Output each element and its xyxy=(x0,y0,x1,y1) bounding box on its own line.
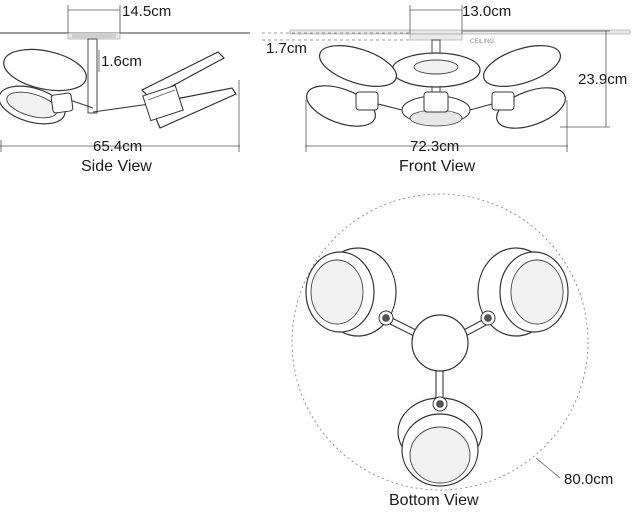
bottom-shade-bottom-inner xyxy=(409,426,471,484)
side-arm-right xyxy=(92,103,151,113)
front-socket-left xyxy=(355,91,379,111)
front-canopy xyxy=(409,33,463,41)
bottom-view: 80.0cm Bottom View xyxy=(291,193,613,509)
side-view-caption: Side View xyxy=(81,158,152,175)
front-width-dim: 72.3cm xyxy=(410,138,459,155)
bottom-hub xyxy=(411,314,469,372)
side-canopy-dim: 14.5cm xyxy=(122,3,171,20)
side-shade-upper xyxy=(3,48,87,92)
bottom-view-caption: Bottom View xyxy=(389,492,479,509)
bottom-shade-left xyxy=(305,247,397,337)
front-socket-center xyxy=(423,91,449,113)
front-shade-upper-right xyxy=(482,45,562,87)
bottom-diameter-dim: 80.0cm xyxy=(564,471,613,488)
bottom-socket-right-core xyxy=(484,314,492,322)
front-view: CEILING 13.0cm 1.7cm 23.9cm xyxy=(262,3,631,175)
bottom-socket-left-core xyxy=(382,314,390,322)
front-socket-right xyxy=(491,91,515,111)
front-arm-right xyxy=(469,103,493,111)
side-canopy-inner xyxy=(72,34,116,38)
front-height-dim: 23.9cm xyxy=(578,71,627,88)
side-socket-detail xyxy=(147,89,176,101)
side-shade-right-bottom xyxy=(149,87,237,129)
side-view: 14.5cm 1.6cm 65.4cm Side View xyxy=(0,3,250,175)
side-socket-left xyxy=(50,92,74,114)
front-arm-left xyxy=(377,103,403,111)
bottom-shade-bottom xyxy=(397,396,483,487)
bottom-diameter-leader xyxy=(535,457,561,479)
front-canopy-dim: 13.0cm xyxy=(462,3,511,20)
ceiling-label: CEILING xyxy=(470,39,494,45)
side-arm-left xyxy=(69,99,94,109)
side-rod-dim: 1.6cm xyxy=(101,53,142,70)
bottom-shade-right xyxy=(477,247,569,337)
front-shade-upper-left xyxy=(318,45,398,87)
bottom-socket-bottom-core xyxy=(436,400,444,408)
front-view-caption: Front View xyxy=(399,158,476,175)
bottom-diameter-circle xyxy=(291,193,589,491)
bottom-shade-left-inner xyxy=(310,259,364,325)
bottom-shade-right-inner xyxy=(510,259,564,325)
side-stem xyxy=(87,38,98,114)
side-shade-right-top xyxy=(140,51,225,99)
front-depth-dim: 1.7cm xyxy=(266,40,307,57)
side-width-dim: 65.4cm xyxy=(93,138,142,155)
front-shade-center-inner xyxy=(413,59,459,75)
side-socket-right xyxy=(142,84,184,122)
